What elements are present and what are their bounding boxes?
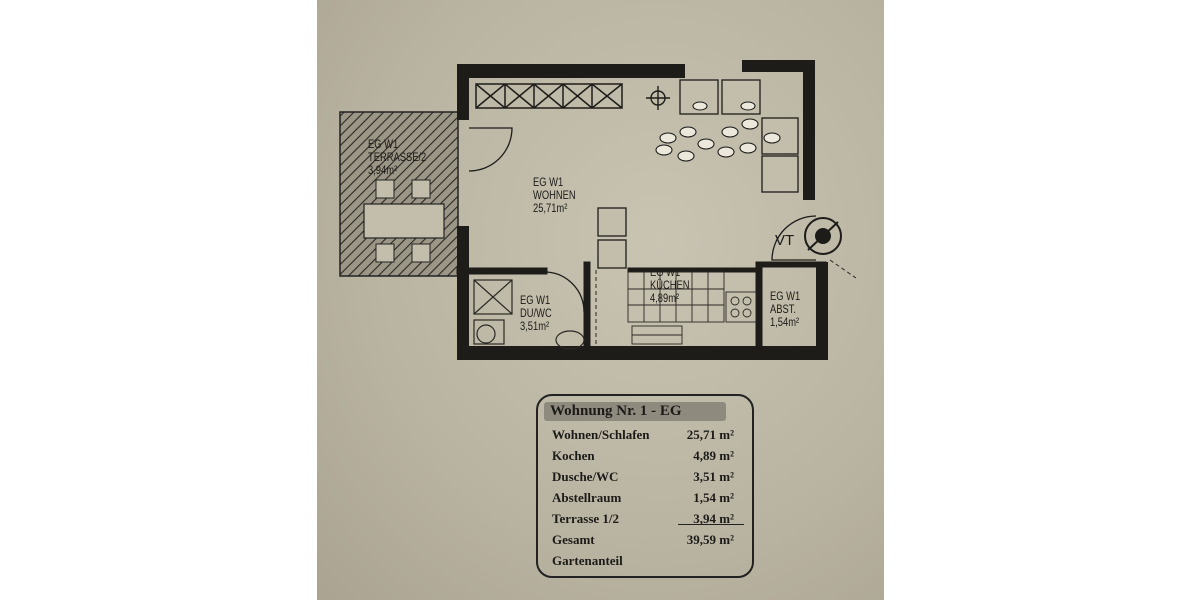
- bathroom-fixtures: [473, 279, 585, 350]
- kitchen-label: EG W1 KÜCHEN 4,89m²: [650, 265, 690, 305]
- plant-icons: [655, 101, 781, 162]
- door-swing: [468, 127, 817, 313]
- bathroom-label: EG W1 DU/WC 3,51m²: [520, 293, 552, 333]
- living-label: EG W1 WOHNEN 25,71m²: [533, 175, 576, 215]
- kitchen-tiles: [627, 271, 757, 345]
- terrace-label: EG W1 TERRASSE/2 3,94m²: [368, 137, 427, 177]
- terrace-area: [339, 111, 459, 277]
- exterior-walls: [457, 60, 828, 360]
- floor-plan: [339, 60, 857, 360]
- vt-label: VT: [775, 232, 795, 249]
- no-entry-icon: [804, 217, 842, 255]
- paper-sheet: [317, 0, 884, 600]
- sum-divider: [678, 524, 744, 525]
- storage-label: EG W1 ABST. 1,54m²: [770, 289, 801, 329]
- ceiling-light-icon: [646, 86, 670, 110]
- table-title: Wohnung Nr. 1 - EG: [544, 402, 726, 421]
- dashed-lines: [595, 259, 857, 346]
- table-row: Gartenanteil: [552, 553, 623, 568]
- window-crosses: [475, 83, 623, 109]
- interior-walls: [456, 261, 827, 353]
